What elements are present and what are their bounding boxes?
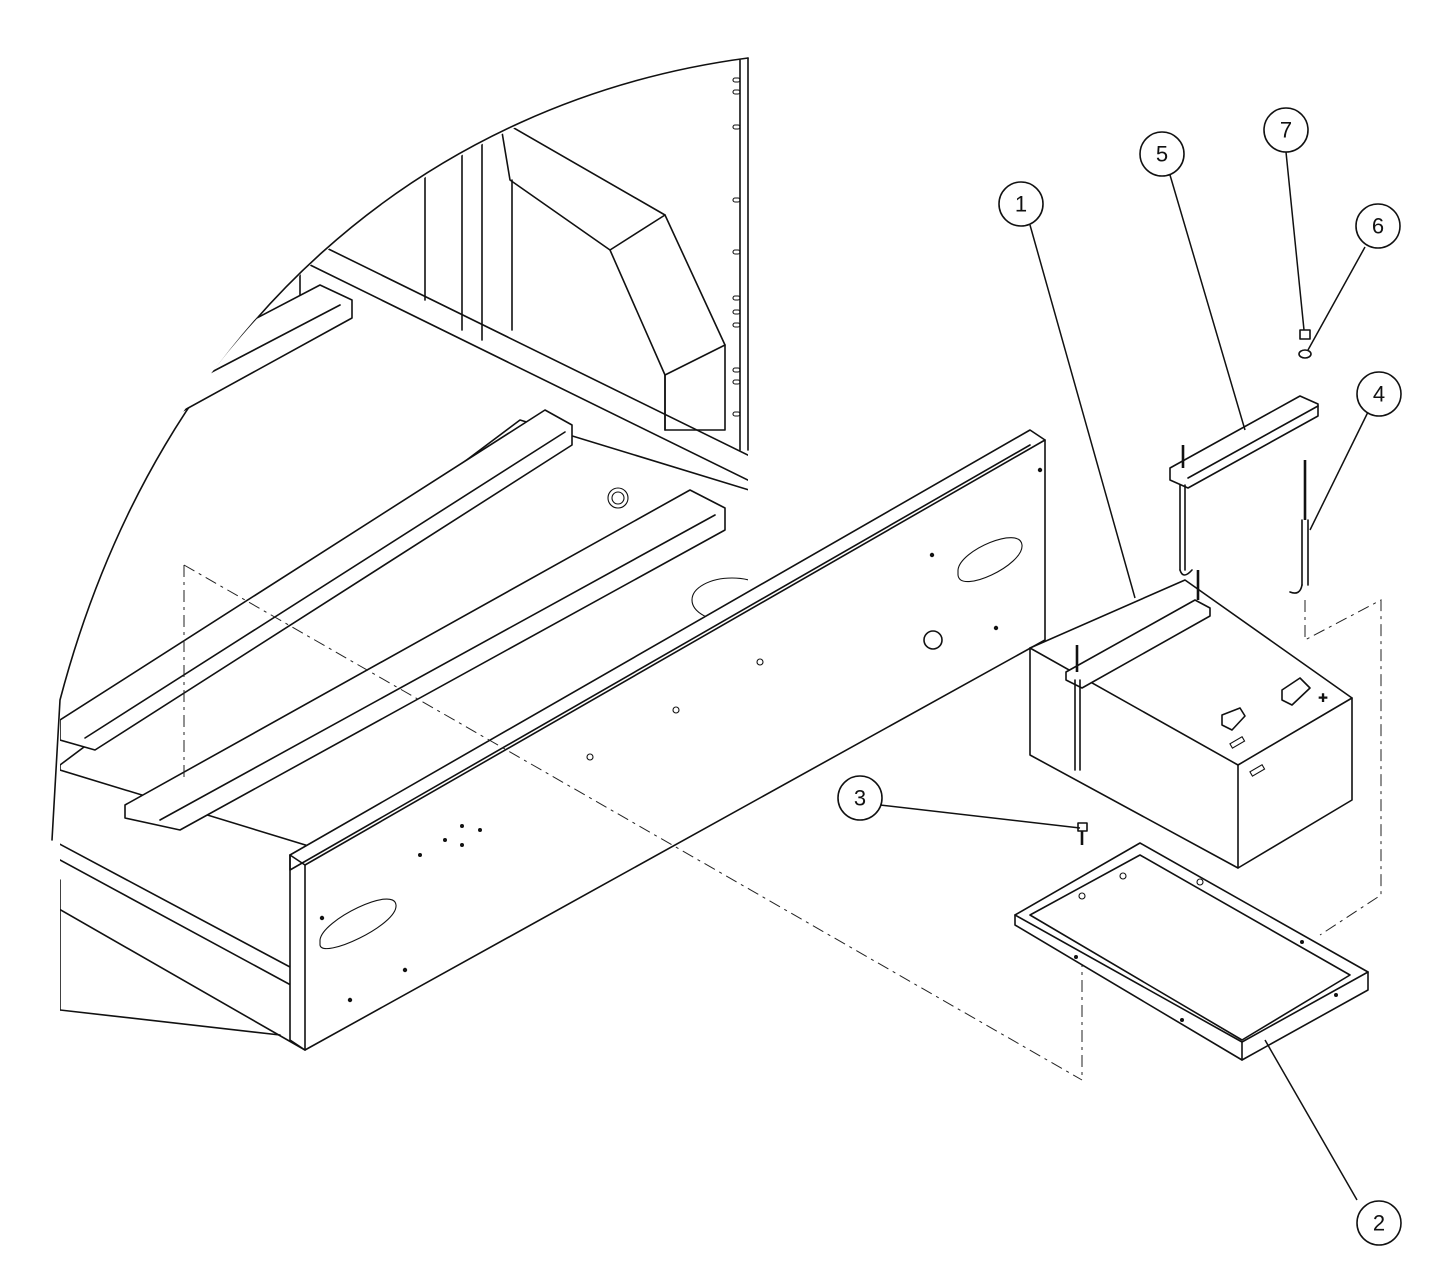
svg-text:✚: ✚ [1318, 691, 1328, 705]
callout-3: 3 [837, 775, 883, 821]
callout-5-label: 5 [1156, 142, 1168, 167]
callout-4-label: 4 [1373, 382, 1385, 407]
rail-holes [319, 467, 1043, 1003]
callout-6: 6 [1355, 203, 1401, 249]
battery-terminal-positive [1281, 677, 1311, 706]
callout-7: 7 [1263, 107, 1309, 153]
post-slots [732, 77, 741, 417]
callout-4: 4 [1356, 371, 1402, 417]
washer [1298, 349, 1312, 359]
tray-screw [1077, 822, 1088, 845]
battery-tray [1014, 842, 1369, 1061]
callout-1-label: 1 [1015, 192, 1027, 217]
hold-down-bar [1169, 395, 1319, 576]
callout-2-label: 2 [1373, 1211, 1385, 1236]
engine-housing [499, 119, 726, 431]
nut [1299, 329, 1311, 340]
hold-down-bar-installed [1065, 570, 1211, 771]
j-hook-bolt [1289, 460, 1309, 594]
callout-2: 2 [1356, 1200, 1402, 1246]
battery-terminal-negative [1221, 707, 1246, 731]
callout-5: 5 [1139, 131, 1185, 177]
leader-lines [879, 151, 1369, 1201]
callout-6-label: 6 [1372, 214, 1384, 239]
frame-side-rail [289, 429, 1046, 1051]
callout-1: 1 [998, 181, 1044, 227]
callout-7-label: 7 [1280, 118, 1292, 143]
callout-3-label: 3 [854, 786, 866, 811]
frame-cutaway [51, 57, 1046, 1051]
frame-rail-center [124, 487, 748, 831]
frame-rail-inner [59, 409, 573, 751]
